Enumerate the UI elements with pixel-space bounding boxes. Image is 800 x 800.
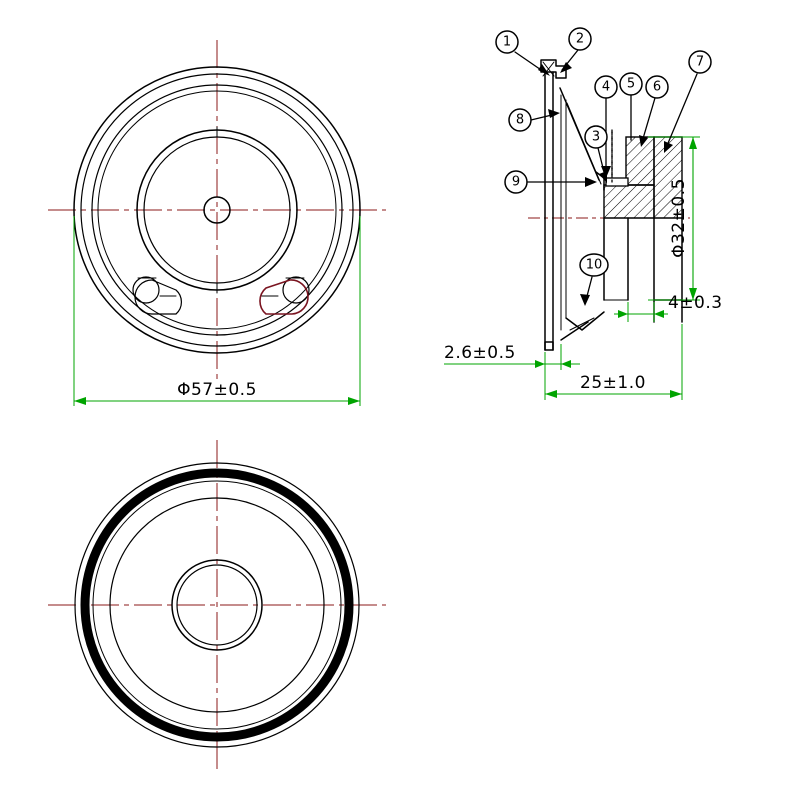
section-foot-slope-2	[569, 317, 595, 331]
dimension-label-len-2p6: 2.6±0.5	[444, 343, 516, 363]
dimension-dia-57: Φ57±0.5	[73, 216, 361, 406]
dimension-dia-32: Φ32±0.5	[648, 136, 700, 301]
callout-bubble-4: 4	[594, 75, 618, 99]
section-bottom-plate	[603, 184, 655, 219]
section-foot-slope	[565, 311, 605, 331]
bottom-view-center-outer	[171, 559, 263, 651]
callout-bubble-6: 6	[645, 75, 669, 99]
top-view-outer-rim-inner	[80, 73, 354, 347]
svg-text:5: 5	[627, 77, 635, 92]
svg-text:8: 8	[516, 113, 524, 128]
dimension-label-len-25: 25±1.0	[580, 373, 646, 393]
svg-text:6: 6	[653, 80, 661, 95]
dimension-label-len-4: 4±0.3	[668, 293, 723, 313]
top-view-terminal-right	[259, 276, 310, 315]
bottom-view-group	[48, 440, 386, 772]
section-foot-tab	[544, 341, 554, 351]
dimension-len-25: 25±1.0	[544, 324, 683, 400]
svg-text:9: 9	[512, 175, 520, 190]
dimension-label-dia-32: Φ32±0.5	[669, 178, 689, 258]
dimension-len-4: 4±0.3	[614, 293, 723, 322]
top-view-frame-edge	[91, 84, 343, 336]
top-view-terminal-left	[132, 276, 182, 315]
callout-bubble-3: 3	[584, 125, 608, 149]
top-view-frame-edge-2	[97, 90, 337, 330]
callout-bubble-7: 7	[688, 50, 712, 74]
callout-bubble-9: 9	[504, 170, 528, 194]
top-view-group: Φ57±0.5	[48, 40, 386, 406]
callout-bubble-1: 1	[495, 30, 519, 54]
callout-bubble-8: 8	[508, 108, 532, 132]
svg-text:2: 2	[576, 32, 584, 47]
callout-bubble-2: 2	[568, 27, 592, 51]
dimension-len-2p6: 2.6±0.5	[444, 343, 580, 370]
section-cone-profile-lower	[566, 102, 602, 185]
bottom-view-center-inner	[176, 564, 258, 646]
svg-text:1: 1	[503, 35, 511, 50]
bottom-view-magnet-ring	[80, 468, 354, 742]
callout-bubbles: 1 2 3 4 5	[495, 27, 712, 277]
bottom-view-ring-inner-edge	[92, 480, 342, 730]
section-view-group: Φ32±0.5 4±0.3 2.6±0.5	[444, 27, 723, 400]
svg-text:10: 10	[586, 258, 603, 273]
svg-text:7: 7	[696, 55, 704, 70]
section-pole-piece	[625, 136, 655, 186]
top-view-outer-rim	[73, 66, 361, 354]
bottom-view-outer-circle	[74, 462, 360, 748]
callout-bubble-10: 10	[579, 253, 609, 277]
svg-text:4: 4	[602, 80, 610, 95]
section-gap-step	[605, 177, 629, 187]
bottom-view-basket-circle	[109, 497, 325, 713]
dimension-label-dia-57: Φ57±0.5	[177, 380, 257, 400]
top-view-center-hub	[203, 196, 231, 224]
callout-bubble-5: 5	[619, 72, 643, 96]
svg-text:3: 3	[592, 130, 600, 145]
section-foot-edge	[560, 321, 589, 341]
